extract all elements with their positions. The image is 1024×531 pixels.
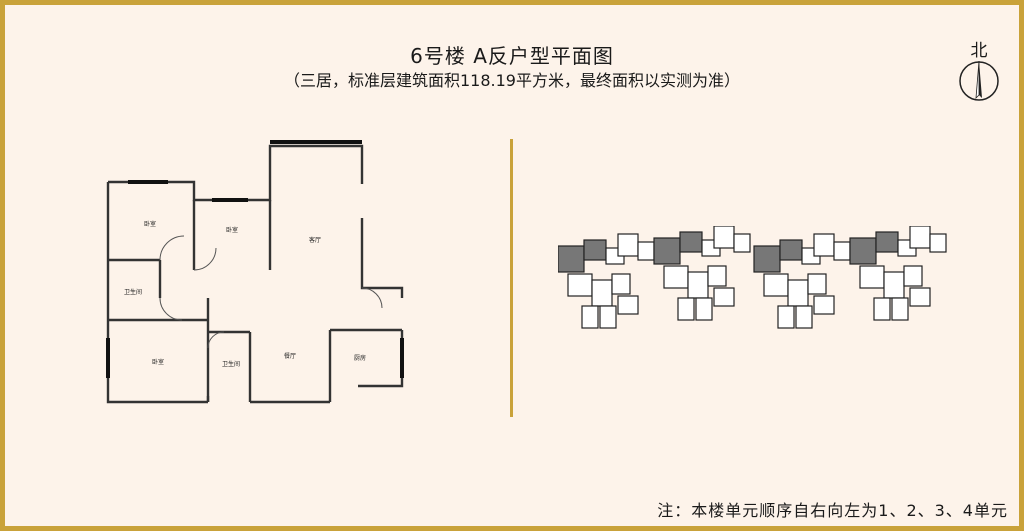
room-label-dining: 餐厅 — [284, 352, 296, 360]
highlighted-unit-block — [653, 237, 681, 265]
unit-block — [807, 273, 827, 295]
highlighted-unit-block — [753, 245, 781, 273]
unit-block — [599, 305, 617, 329]
unit-block — [859, 265, 885, 289]
room-label-living: 客厅 — [309, 236, 321, 244]
unit-block — [567, 273, 593, 297]
building-unit — [558, 233, 655, 329]
unit-order-note: 注：本楼单元顺序自右向左为1、2、3、4单元 — [657, 501, 1008, 520]
unit-block — [777, 305, 795, 329]
unit-block — [733, 233, 751, 253]
unit-block — [891, 297, 909, 321]
unit-block — [637, 241, 655, 261]
room-label-bath-1: 卫生间 — [124, 288, 142, 296]
page-title: 6号楼 A反户型平面图 — [410, 44, 614, 68]
unit-block — [707, 265, 727, 287]
compass-icon — [959, 60, 999, 101]
unit-block — [713, 287, 735, 307]
unit-block — [873, 297, 891, 321]
building-unit — [753, 233, 851, 329]
unit-block — [909, 226, 931, 249]
room-label-bedroom-3: 卧室 — [152, 358, 164, 366]
unit-block — [581, 305, 599, 329]
unit-floor-plan: 卧室 卧室 客厅 卫生间 卧室 卫生间 餐厅 厨房 — [106, 140, 404, 404]
highlighted-unit-block — [679, 231, 703, 253]
unit-block — [813, 295, 835, 315]
highlighted-unit-block — [558, 245, 585, 273]
unit-block — [617, 233, 639, 257]
unit-block — [813, 233, 835, 257]
room-label-bath-2: 卫生间 — [222, 360, 240, 368]
unit-block — [677, 297, 695, 321]
unit-block — [713, 226, 735, 249]
page-subtitle: （三居，标准层建筑面积118.19平方米，最终面积以实测为准） — [284, 71, 740, 90]
building-key-plan — [558, 226, 947, 329]
unit-block — [909, 287, 931, 307]
north-label: 北 — [970, 41, 988, 61]
unit-block — [903, 265, 923, 287]
highlighted-unit-block — [583, 239, 607, 261]
room-label-kitchen: 厨房 — [354, 354, 366, 362]
room-label-bedroom-2: 卧室 — [226, 226, 238, 234]
room-label-bedroom-1: 卧室 — [144, 220, 156, 228]
unit-block — [787, 279, 809, 307]
unit-block — [663, 265, 689, 289]
unit-block — [611, 273, 631, 295]
unit-block — [833, 241, 851, 261]
building-unit — [653, 226, 751, 321]
unit-block — [929, 233, 947, 253]
building-unit — [849, 226, 947, 321]
unit-block — [763, 273, 789, 297]
unit-block — [617, 295, 639, 315]
divider-line — [510, 139, 513, 417]
unit-block — [687, 271, 709, 299]
unit-block — [883, 271, 905, 299]
unit-block — [591, 279, 613, 307]
highlighted-unit-block — [849, 237, 877, 265]
unit-block — [795, 305, 813, 329]
highlighted-unit-block — [875, 231, 899, 253]
highlighted-unit-block — [779, 239, 803, 261]
unit-block — [695, 297, 713, 321]
